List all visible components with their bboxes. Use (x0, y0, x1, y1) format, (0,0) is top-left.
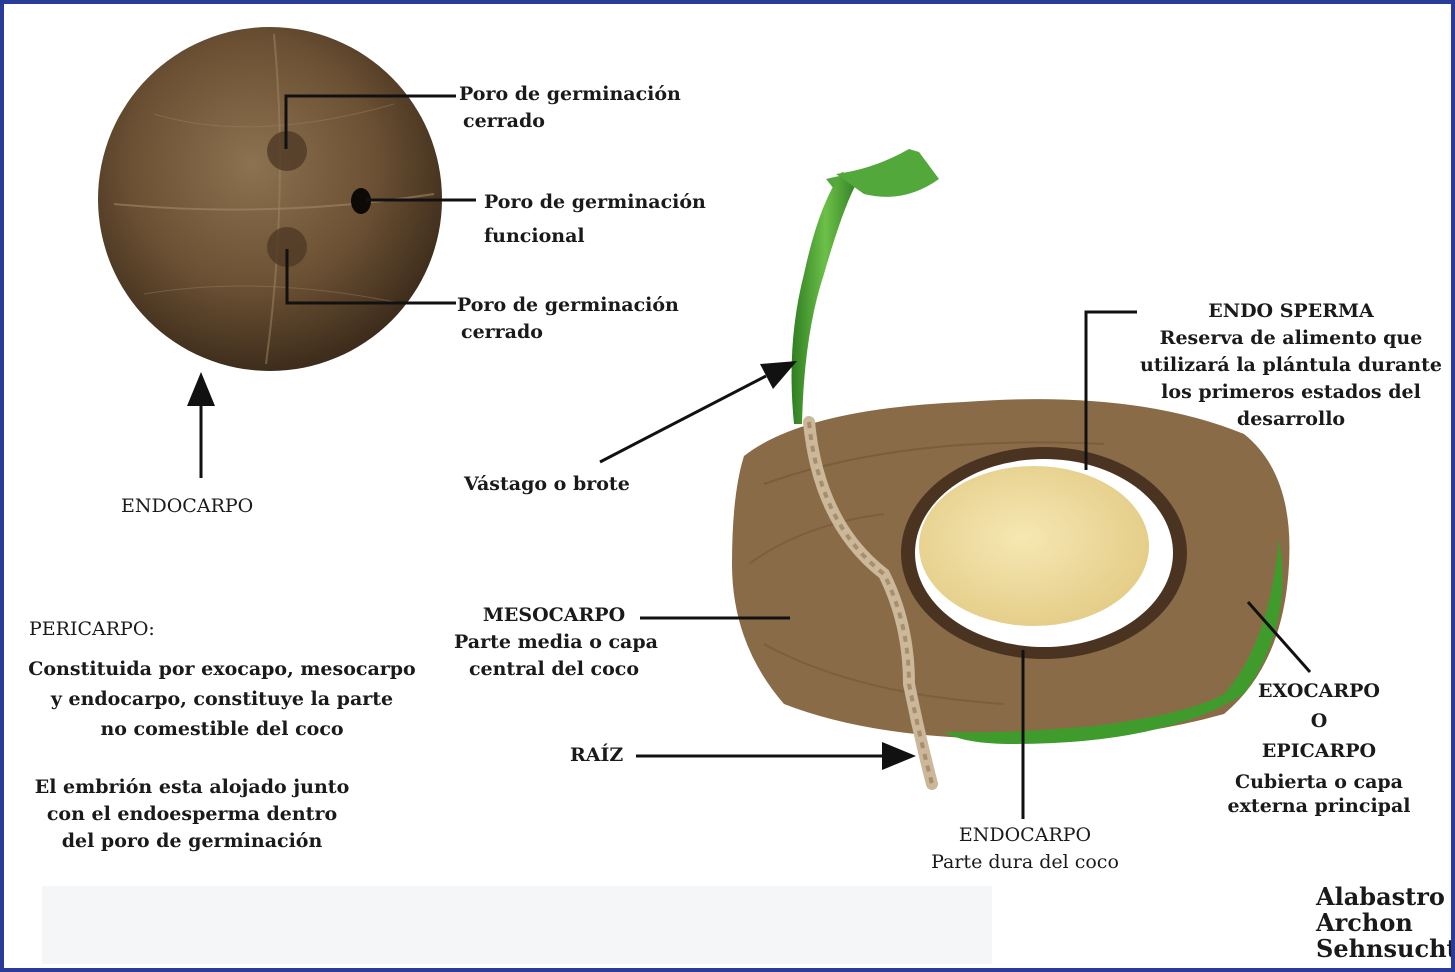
label-poro-cerrado-top: Poro de germinación cerrado (459, 81, 681, 135)
author-signature: Alabastro Archon Sehnsucht (1316, 884, 1455, 962)
label-pericarpo-title: PERICARPO: (29, 616, 155, 643)
label-endosperma: ENDO SPERMA Reserva de alimento que util… (1132, 298, 1450, 433)
label-poro-funcional: Poro de germinación funcional (484, 185, 706, 253)
label-mesocarpo: MESOCARPO Parte media o capa central del… (454, 602, 654, 683)
label-raiz: RAÍZ (570, 742, 623, 769)
label-endocarpo-bottom: ENDOCARPO Parte dura del coco (900, 822, 1150, 876)
label-embrion-text: El embrión esta alojado junto con el end… (22, 774, 362, 855)
label-poro-cerrado-bottom: Poro de germinación cerrado (457, 292, 679, 346)
label-pericarpo-text: Constituida por exocapo, mesocarpo y end… (22, 654, 422, 744)
label-exocarpo: EXOCARPO O EPICARPO Cubierta o capa exte… (1219, 676, 1419, 818)
label-endocarpo-left: ENDOCARPO (121, 493, 253, 520)
label-vastago: Vástago o brote (464, 471, 630, 498)
